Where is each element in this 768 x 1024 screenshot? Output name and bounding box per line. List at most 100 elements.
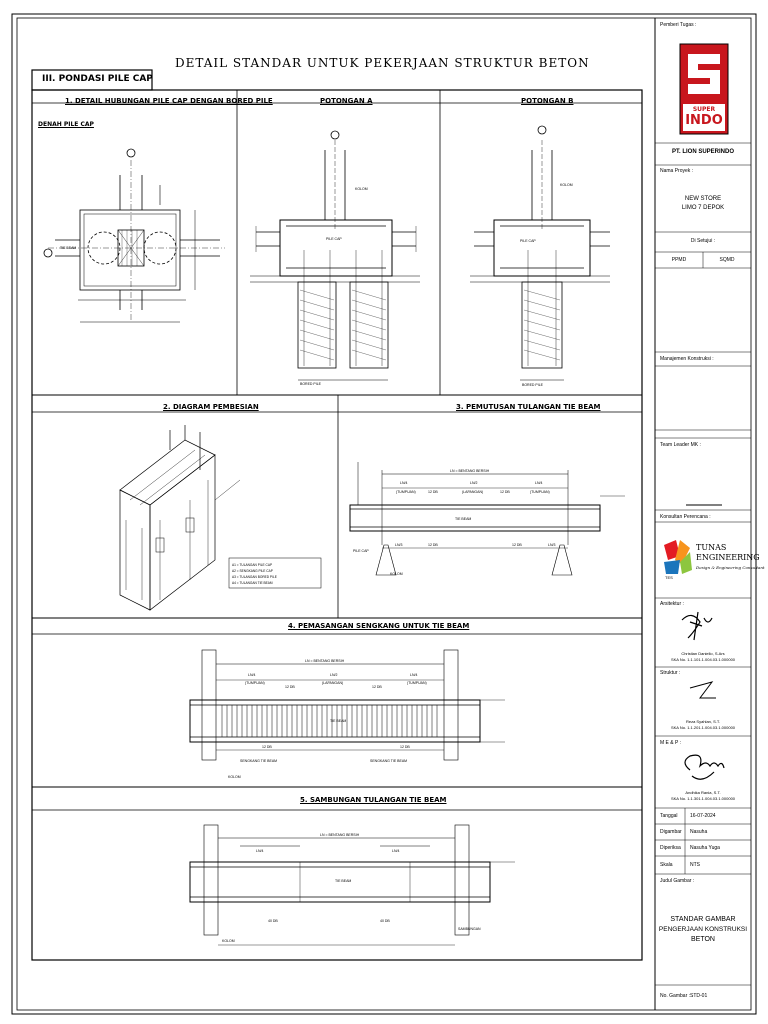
label-ln4-4b: LN/4 (410, 673, 417, 677)
no-gambar-value: STD-01 (690, 993, 708, 999)
label-tie-beam-5: TIE BEAM (335, 879, 351, 883)
no-gambar-label: No. Gambar : (660, 993, 691, 999)
superindo-logo (679, 43, 729, 135)
main-title: DETAIL STANDAR UNTUK PEKERJAAN STRUKTUR … (175, 56, 590, 70)
struktur-name: Reza Syahlan, S.T. (685, 719, 721, 724)
label-tie-beam-denah: TIE BEAM (60, 246, 76, 250)
label-kolom-b: KOLOM (560, 183, 573, 187)
label-kolom-a: KOLOM (355, 187, 368, 191)
label-bentang-5: LN = BENTANG BERSIH (320, 833, 360, 837)
denah-title: DENAH PILE CAP (38, 121, 94, 128)
legend-a4: A4 = TULANGAN TIE BEAM (232, 581, 273, 585)
label-tie-beam-3: TIE BEAM (455, 517, 471, 521)
label-ln4-5a: LN/4 (256, 849, 263, 853)
label-ln4-4a: LN/4 (248, 673, 255, 677)
tunas-name-2: ENGINEERING (696, 553, 760, 562)
label-ln2-a: LN/2 (470, 481, 477, 485)
diperiksa-value: Nasuha Yuga (690, 845, 720, 851)
label-sengkang-4a: SENGKANG TIE BEAM (240, 759, 277, 763)
mep-label: M E & P : (660, 740, 682, 746)
label-12db-4d: 12 DB (400, 745, 410, 749)
label-lapangan-4: (LAPANGAN) (322, 681, 343, 685)
mk-label: Manajemen Konstruksi : (660, 356, 714, 362)
proyek-label: Nama Proyek : (660, 168, 694, 174)
label-sengkang-4b: SENGKANG TIE BEAM (370, 759, 407, 763)
arsitek-reg: SKA No. 1.1.101.1.004.03.1.000000 (670, 657, 736, 662)
label-ln4-b: LN/4 (535, 481, 542, 485)
label-bored-pile-b: BORED PILE (522, 383, 544, 387)
judul-line3: BETON (691, 936, 715, 943)
disetujui-label: Di Setujui : (690, 238, 716, 244)
konsultan-label: Konsultan Perencana : (660, 514, 711, 520)
panel-title-5: 5. SAMBUNGAN TULANGAN TIE BEAM (300, 796, 447, 804)
label-ln3-a: LN/3 (395, 543, 402, 547)
tanggal-label: Tanggal (660, 813, 678, 819)
judul-label: Judul Gambar : (660, 878, 695, 884)
digambar-value: Nasuha (690, 829, 708, 835)
label-ln4-a: LN/4 (400, 481, 407, 485)
label-ln3-b: LN/3 (548, 543, 555, 547)
struktur-label: Struktur : (660, 670, 681, 676)
tunas-mark: TES (665, 575, 673, 580)
logo-text-bottom: INDO (685, 113, 723, 128)
signature-struktur (689, 681, 716, 699)
arsitektur-label: Arsitektur : (660, 601, 684, 607)
skala-value: NTS (690, 862, 700, 868)
label-bentang-3: LN = BENTANG BERSIH (450, 469, 490, 473)
diperiksa-label: Diperiksa (660, 845, 681, 851)
approval-col2: SQMD (719, 257, 735, 263)
label-40db-b: 40 DB (380, 919, 390, 923)
tunas-name-1: TUNAS (696, 543, 727, 552)
panel-title-1: 1. DETAIL HUBUNGAN PILE CAP DENGAN BORED… (65, 97, 273, 105)
label-ln4-5b: LN/4 (392, 849, 399, 853)
mep-name: Andhika Rania, S.T. (685, 790, 721, 795)
struktur-reg: SKA No. 1.1.201.1.004.03.1.000000 (670, 725, 736, 730)
judul-line2: PENGERJAAN KONSTRUKSI (658, 926, 748, 933)
mep-reg: SKA No. 1.1.301.1.004.03.1.000000 (670, 796, 736, 801)
panel-title-2: 2. DIAGRAM PEMBESIAN (163, 403, 259, 411)
team-leader-label: Team Leader MK : (660, 442, 701, 448)
label-12db-b: 12 DB (500, 490, 510, 494)
label-tumpuan-b: (TUMPUAN) (530, 490, 550, 494)
panel-title-3: 3. PEMUTUSAN TULANGAN TIE BEAM (456, 403, 601, 411)
label-40db-a: 40 DB (268, 919, 278, 923)
label-tumpuan-4b: (TUMPUAN) (407, 681, 427, 685)
potongan-a-title: POTONGAN A (320, 97, 373, 105)
tanggal-value: 16-07-2024 (690, 813, 716, 819)
label-bored-pile-a: BORED PILE (300, 382, 322, 386)
label-tie-beam-4: TIE BEAM (330, 719, 346, 723)
label-bentang-4: LN = BENTANG BERSIH (305, 659, 345, 663)
legend-a3: A3 = TULANGAN BORED PILE (232, 575, 277, 579)
label-kolom-4: KOLOM (228, 775, 241, 779)
legend-a1: A1 = TULANGAN PILE CAP (232, 563, 272, 567)
label-kolom-3: KOLOM (390, 572, 403, 576)
digambar-label: Digambar (660, 829, 682, 835)
label-12db-d: 12 DB (512, 543, 522, 547)
label-pile-cap-a: PILE CAP (326, 237, 342, 241)
judul-line1: STANDAR GAMBAR (670, 916, 736, 923)
label-sambungan-5: SAMBUNGAN (458, 927, 481, 931)
section-label: III. PONDASI PILE CAP (42, 74, 153, 84)
label-kolom-5: KOLOM (222, 939, 235, 943)
label-12db-a: 12 DB (428, 490, 438, 494)
pemberi-tugas-label: Pemberi Tugas : (660, 22, 697, 28)
label-12db-4c: 12 DB (262, 745, 272, 749)
potongan-b-title: POTONGAN B (521, 97, 574, 105)
proyek-line2: LIMO 7 DEPOK (681, 205, 725, 211)
label-ln2-4: LN/2 (330, 673, 337, 677)
tunas-logo-icon (664, 540, 692, 574)
proyek-line1: NEW STORE (684, 196, 722, 202)
arsitek-name: Christian Daniello, S.Ars (681, 651, 725, 656)
label-pile-cap-b: PILE CAP (520, 239, 536, 243)
label-12db-4a: 12 DB (285, 685, 295, 689)
approval-col1: PPMD (671, 257, 687, 263)
skala-label: Skala (660, 862, 673, 868)
company-name: PT. LION SUPERINDO (671, 149, 734, 155)
legend-a2: A2 = SENGKANG PILE CAP (232, 569, 273, 573)
label-tumpuan-4a: (TUMPUAN) (245, 681, 265, 685)
label-12db-c: 12 DB (428, 543, 438, 547)
signature-architect (681, 611, 713, 641)
label-12db-4b: 12 DB (372, 685, 382, 689)
